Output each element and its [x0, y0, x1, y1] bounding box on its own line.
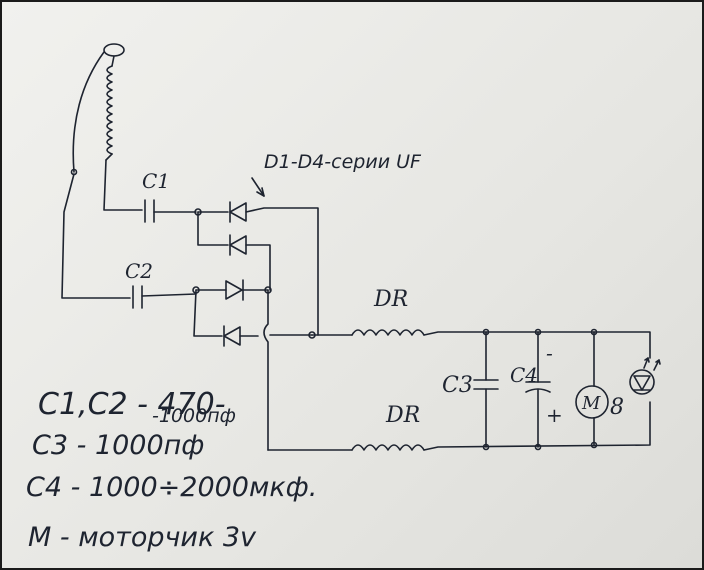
- led-circle: [629, 369, 655, 395]
- coil-winding: [106, 65, 113, 155]
- output-rails: DR DR: [267, 287, 651, 451]
- note-c4: C4 - 1000÷2000мкф.: [26, 472, 317, 503]
- note-motor: M - моторчик 3v: [28, 522, 257, 553]
- component-notes: C1,C2 - 470- -1000пф C3 - 1000пф C4 - 10…: [26, 387, 317, 553]
- capacitor-c4: C4 - +: [510, 331, 563, 448]
- dr-top-label: DR: [373, 287, 408, 312]
- diode-bridge: D1-D4-серии UF: [192, 151, 422, 451]
- c4-plus: +: [546, 403, 563, 427]
- note-c3: C3 - 1000пф: [32, 430, 204, 461]
- diode-d4: [193, 289, 269, 451]
- c4-minus: -: [546, 341, 553, 365]
- antenna-coil: [61, 43, 143, 299]
- note-c1-c2: C1,C2 - 470-: [38, 387, 226, 422]
- diode-d3: [195, 279, 269, 301]
- motor: M 8: [575, 331, 624, 446]
- inductor-dr-bottom: [351, 444, 425, 451]
- antenna-loop: [103, 43, 125, 57]
- capacitor-c1: C1: [142, 169, 197, 223]
- diode-d1: [197, 201, 319, 336]
- motor-symbol: M: [581, 393, 601, 414]
- dr-bottom-label: DR: [385, 403, 420, 428]
- capacitor-c3: C3: [442, 331, 499, 448]
- c2-label: C2: [125, 259, 153, 283]
- led: [629, 357, 661, 395]
- d1-d4-label: D1-D4-серии UF: [264, 151, 422, 173]
- diode-d2: [197, 211, 271, 291]
- inductor-dr-top: [351, 329, 425, 336]
- c3-label: C3: [442, 373, 473, 398]
- motor-circle: [575, 385, 609, 419]
- c1-label: C1: [142, 169, 170, 193]
- c4-label: C4: [510, 363, 538, 387]
- note-c1-c2-range: -1000пф: [152, 405, 236, 427]
- capacitor-c2: C2: [125, 259, 197, 309]
- motor-label: 8: [610, 395, 624, 420]
